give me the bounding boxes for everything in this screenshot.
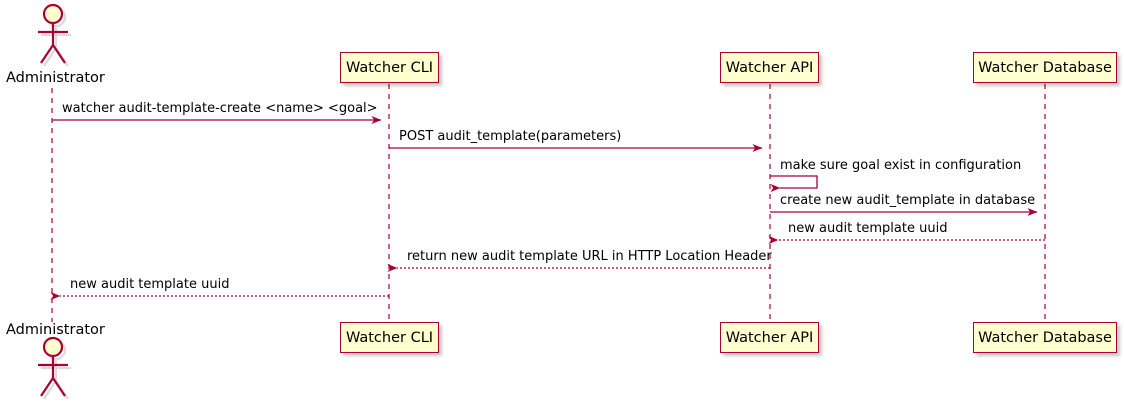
message-label-1: watcher audit-template-create <name> <go… — [62, 101, 378, 116]
actor-figure-administrator-bottom — [38, 336, 71, 400]
actor-label-administrator-bottom: Administrator — [6, 322, 105, 338]
message-label-2: POST audit_template(parameters) — [399, 129, 622, 144]
participant-box-watcher-cli-bottom[interactable]: Watcher CLI — [340, 322, 439, 353]
actor-figure-administrator-top — [38, 3, 71, 67]
actor-label-administrator-top: Administrator — [6, 70, 105, 86]
participant-box-watcher-cli-top[interactable]: Watcher CLI — [340, 52, 439, 83]
message-label-5: new audit template uuid — [788, 221, 948, 236]
participant-box-watcher-api-bottom[interactable]: Watcher API — [720, 322, 819, 353]
message-label-3: make sure goal exist in configuration — [780, 158, 1022, 173]
participant-box-watcher-database-bottom[interactable]: Watcher Database — [973, 322, 1117, 353]
message-arrow-3-self — [770, 175, 818, 192]
message-label-4: create new audit_template in database — [780, 193, 1036, 208]
message-label-7: new audit template uuid — [70, 277, 230, 292]
participant-box-watcher-database-top[interactable]: Watcher Database — [973, 52, 1117, 83]
message-label-6: return new audit template URL in HTTP Lo… — [407, 249, 772, 264]
participant-box-watcher-api-top[interactable]: Watcher API — [720, 52, 819, 83]
